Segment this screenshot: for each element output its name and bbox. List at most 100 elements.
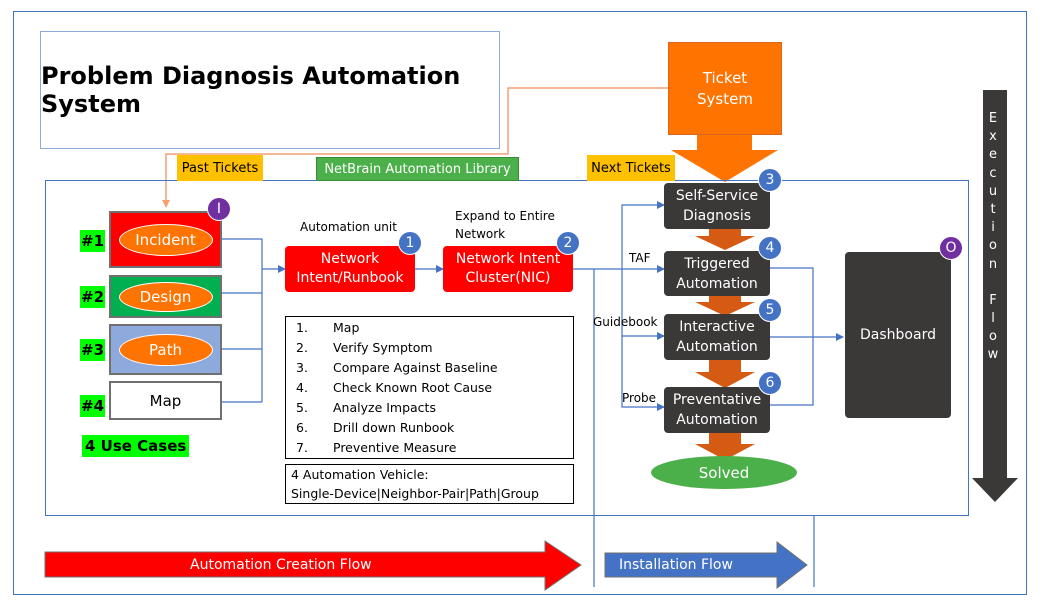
stage-line1: Triggered (684, 255, 750, 272)
next-tickets-tag: Next Tickets (587, 155, 675, 181)
creation-flow-arrow (44, 540, 582, 591)
exec-char: i (991, 220, 995, 236)
exec-char: o (989, 238, 997, 254)
usecase-number-2: #2 (80, 286, 106, 308)
stage-triggered-automation[interactable]: Triggered Automation (664, 251, 770, 296)
page-title: Problem Diagnosis Automation System (41, 62, 461, 118)
exec-char: w (987, 347, 999, 363)
automation-library-tag: NetBrain Automation Library (316, 157, 519, 181)
network-intent-cluster-box[interactable]: Network Intent Cluster(NIC) (443, 246, 573, 292)
nic-to-stages-connectors (573, 201, 665, 411)
nic-caption-line1: Expand to Entire (455, 209, 555, 223)
step-text: Compare Against Baseline (333, 360, 498, 375)
step-text: Analyze Impacts (333, 400, 436, 415)
output-badge: O (939, 236, 963, 260)
stage-self-service-diagnosis[interactable]: Self-Service Diagnosis (664, 183, 770, 229)
stage-line2: Automation (676, 412, 758, 428)
solved-ellipse: Solved (651, 456, 797, 489)
past-tickets-tag: Past Tickets (177, 155, 263, 181)
automation-vehicle-box: 4 Automation Vehicle: Single-Device|Neig… (285, 464, 574, 504)
stage-interactive-automation[interactable]: Interactive Automation (664, 314, 770, 360)
network-intent-runbook-box[interactable]: Network Intent/Runbook (285, 246, 415, 292)
design-label: Design (118, 281, 213, 312)
usecase-connectors (222, 238, 286, 403)
probe-label: Probe (622, 391, 657, 405)
step-badge-5: 5 (758, 298, 782, 322)
map-label: Map (149, 391, 182, 410)
incident-label: Incident (118, 223, 213, 256)
nic-caption: Expand to Entire Network (455, 207, 555, 243)
execution-flow-label: E x e c u t i o n F l o w (978, 110, 1008, 365)
step-text: Check Known Root Cause (333, 380, 493, 395)
ticket-system-line2: System (697, 89, 753, 108)
step-row: 7. Preventive Measure (286, 438, 573, 458)
automation-unit-caption: Automation unit (300, 220, 397, 234)
exec-char: x (989, 129, 997, 145)
step-text: Map (333, 320, 360, 335)
title-box: Problem Diagnosis Automation System (40, 31, 500, 149)
step-badge-4: 4 (758, 236, 782, 260)
ticket-system-box[interactable]: Ticket System (668, 42, 782, 135)
ticket-system-line1: Ticket (702, 68, 748, 87)
step-number: 5. (296, 400, 308, 415)
exec-char: e (989, 147, 997, 163)
step-row: 1.Map (286, 318, 573, 338)
stage-line2: Automation (676, 275, 758, 292)
step-number: 4. (296, 380, 308, 395)
step-number: 2. (296, 340, 308, 355)
step-row: 4. Check Known Root Cause (286, 378, 573, 398)
step-row: 6. Drill down Runbook (286, 418, 573, 438)
step-text: Drill down Runbook (333, 420, 455, 435)
step-text: Verify Symptom (333, 340, 433, 355)
outer-frame (13, 11, 1027, 595)
usecase-path[interactable]: Path (109, 324, 222, 375)
exec-char: n (988, 256, 998, 272)
step-number: 6. (296, 420, 308, 435)
nic-line2: Cluster(NIC) (465, 270, 551, 286)
execution-flow-arrow (972, 90, 1018, 502)
exec-char: o (989, 329, 997, 345)
step-number: 7. (296, 440, 308, 455)
stage-preventative-automation[interactable]: Preventative Automation (664, 387, 770, 433)
input-badge: I (207, 197, 231, 221)
exec-char: E (988, 111, 998, 126)
step-row: 5. Analyze Impacts (286, 398, 573, 418)
use-cases-summary: 4 Use Cases (82, 435, 190, 457)
path-label: Path (118, 333, 213, 366)
usecase-incident[interactable]: Incident (109, 211, 222, 268)
installation-flow-arrow (604, 540, 808, 590)
stage-line2: Automation (676, 339, 758, 355)
installation-flow-label: Installation Flow (619, 557, 733, 573)
usecase-number-4: #4 (80, 395, 106, 417)
dashboard-label: Dashboard (860, 327, 936, 343)
step-badge-2: 2 (556, 231, 580, 255)
usecase-design[interactable]: Design (109, 275, 222, 318)
nic-caption-line2: Network (455, 227, 506, 241)
stages-to-dashboard-connectors (770, 267, 844, 406)
taf-label: TAF (629, 251, 651, 265)
exec-char: u (988, 183, 998, 199)
creation-flow-label: Automation Creation Flow (190, 557, 372, 573)
ticket-down-arrow (671, 134, 778, 182)
step-number: 3. (296, 360, 308, 375)
exec-char: t (990, 202, 996, 218)
guidebook-label: Guidebook (593, 315, 658, 329)
stage-arrows (695, 229, 755, 460)
step-row: 3. Compare Against Baseline (286, 358, 573, 378)
stage-line2: Diagnosis (682, 208, 752, 224)
step-text: Preventive Measure (333, 440, 457, 455)
vehicle-line1: 4 Automation Vehicle: (291, 467, 429, 482)
usecase-number-3: #3 (80, 339, 106, 361)
step-badge-3: 3 (758, 168, 782, 192)
vehicle-line2: Single-Device|Neighbor-Pair|Path|Group (291, 486, 539, 501)
exec-char: l (991, 311, 995, 327)
nic-line1: Network Intent (455, 251, 561, 267)
runbook-line2: Intent/Runbook (296, 270, 404, 286)
exec-char: c (989, 165, 997, 181)
stage-line1: Self-Service (675, 188, 759, 204)
usecase-map[interactable]: Map (109, 381, 222, 420)
exec-char: F (989, 292, 997, 308)
stage-line1: Interactive (679, 319, 755, 335)
dashboard-box[interactable]: Dashboard (845, 252, 951, 418)
